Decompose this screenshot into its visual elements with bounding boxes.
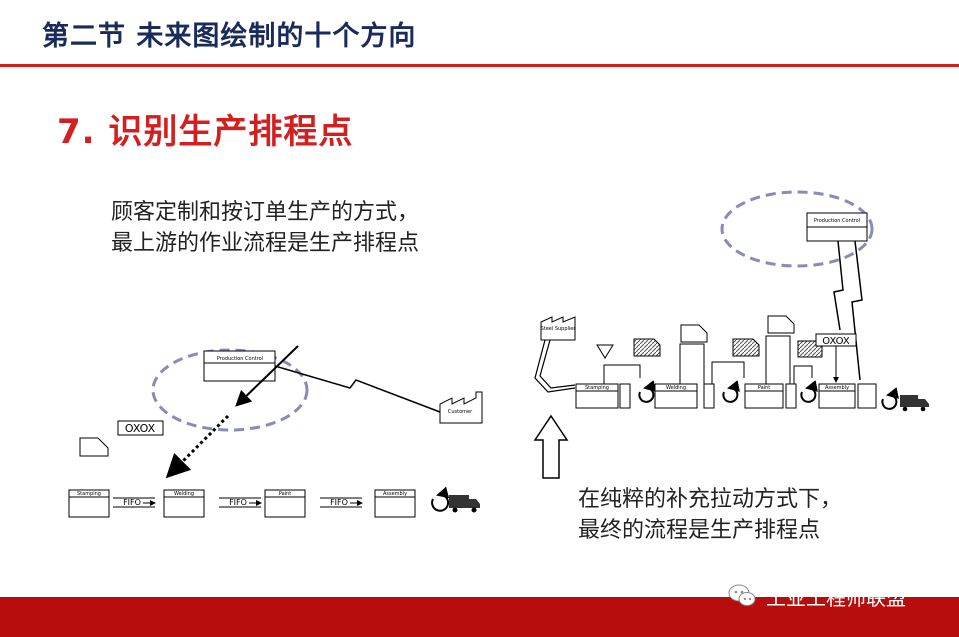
left-process-assembly: Assembly xyxy=(374,489,416,518)
left-fifo-2: FIFO xyxy=(219,497,262,508)
left-production-control-box: Production Control xyxy=(203,350,276,382)
section-title: 7. 识别生产排程点 xyxy=(57,112,354,152)
right-process-label: Assembly xyxy=(825,385,849,391)
left-diagram: Production Control Customer OXOX Stampin… xyxy=(68,345,483,518)
right-caption: 在纯粹的补充拉动方式下， 最终的流程是生产排程点 xyxy=(578,484,842,546)
right-supplier-label: Steel Supplier xyxy=(541,326,577,332)
footer-bar xyxy=(0,597,959,637)
right-supermarket-1 xyxy=(633,338,661,357)
left-process-label: Stamping xyxy=(77,491,101,497)
header-title: 第二节 未来图绘制的十个方向 xyxy=(42,21,417,52)
left-schedule-dotted-arrow xyxy=(165,414,230,479)
right-process-label: Paint xyxy=(758,385,770,391)
header-divider xyxy=(0,64,959,67)
left-production-control-label: Production Control xyxy=(217,356,263,362)
left-process-stamping: Stamping xyxy=(68,489,110,518)
left-fifo-1: FIFO xyxy=(113,497,156,508)
left-electronic-info-line xyxy=(274,365,441,413)
watermark: 工业工程师联盟 xyxy=(726,580,906,612)
right-caption-line-1: 在纯粹的补充拉动方式下， xyxy=(578,487,843,512)
left-fifo-label: FIFO xyxy=(123,498,141,507)
right-pull-loop-5 xyxy=(793,365,813,384)
left-fifo-3: FIFO xyxy=(320,497,363,508)
right-process-stamping: Stamping xyxy=(575,383,619,409)
right-inventory-triangle xyxy=(596,344,614,359)
right-buffer-4 xyxy=(857,383,877,409)
left-caption-line-2: 最上游的作业流程是生产排程点 xyxy=(111,231,420,256)
right-pointer-arrow xyxy=(533,414,569,479)
watermark-text: 工业工程师联盟 xyxy=(766,585,906,610)
right-production-control-label: Production Control xyxy=(814,218,860,224)
right-production-control-box: Production Control xyxy=(806,212,868,242)
right-supplier-factory-icon: Steel Supplier xyxy=(540,316,577,341)
right-electronic-info-line-1 xyxy=(833,240,844,331)
right-process-label: Stamping xyxy=(585,385,609,391)
left-process-paint: Paint xyxy=(264,489,306,518)
left-process-label: Paint xyxy=(279,491,291,497)
right-withdrawal-icon-2 xyxy=(722,380,740,403)
right-pull-loop-1 xyxy=(603,364,641,384)
right-scheduling-ellipse xyxy=(720,190,874,268)
right-pull-loop-3 xyxy=(711,361,745,384)
right-withdrawal-icon-3 xyxy=(800,380,818,403)
left-scheduling-ellipse xyxy=(151,348,309,432)
right-withdrawal-icon-4 xyxy=(881,387,899,410)
right-electronic-info-line-2 xyxy=(851,240,863,381)
vsm-diagrams: Production Control Customer OXOX Stampin… xyxy=(68,190,929,518)
right-process-welding: Welding xyxy=(654,383,698,409)
right-supermarket-2 xyxy=(732,338,760,357)
right-signal-label: OXOX xyxy=(822,336,850,347)
right-buffer-3 xyxy=(785,383,797,409)
left-customer-factory-icon: Customer xyxy=(439,391,483,424)
left-process-label: Assembly xyxy=(383,491,407,497)
right-load-leveling-box: OXOX xyxy=(815,333,857,347)
left-truck-icon xyxy=(449,495,480,513)
right-caption-line-2: 最终的流程是生产排程点 xyxy=(578,518,821,543)
left-process-welding: Welding xyxy=(163,489,205,518)
right-diagram: Production Control Steel Supplier OXOX xyxy=(533,190,929,479)
right-truck-icon xyxy=(900,395,929,412)
right-kanban-2 xyxy=(767,315,795,334)
left-withdrawal-circle-icon xyxy=(431,486,450,512)
left-signal-label: OXOX xyxy=(125,422,156,435)
right-process-assembly: Assembly xyxy=(818,383,856,409)
right-process-paint: Paint xyxy=(744,383,784,409)
left-process-label: Welding xyxy=(174,491,194,497)
right-pull-loop-4 xyxy=(765,335,791,384)
left-fifo-label: FIFO xyxy=(330,498,348,507)
left-caption: 顾客定制和按订单生产的方式， 最上游的作业流程是生产排程点 xyxy=(111,197,419,259)
right-buffer-2 xyxy=(703,383,715,409)
wechat-icon xyxy=(728,584,756,606)
right-pull-loop-2 xyxy=(679,343,705,384)
left-load-leveling-box: OXOX xyxy=(117,420,164,436)
right-withdrawal-icon-1 xyxy=(638,380,656,403)
right-supplier-flow xyxy=(534,339,576,393)
left-kanban-post-icon xyxy=(79,437,109,457)
right-process-label: Welding xyxy=(666,385,686,391)
left-schedule-arrow xyxy=(235,345,299,407)
left-caption-line-1: 顾客定制和按订单生产的方式， xyxy=(111,200,420,225)
right-buffer-1 xyxy=(619,383,631,409)
right-kanban-1 xyxy=(680,324,708,343)
left-fifo-label: FIFO xyxy=(229,498,247,507)
left-customer-label: Customer xyxy=(448,409,473,415)
